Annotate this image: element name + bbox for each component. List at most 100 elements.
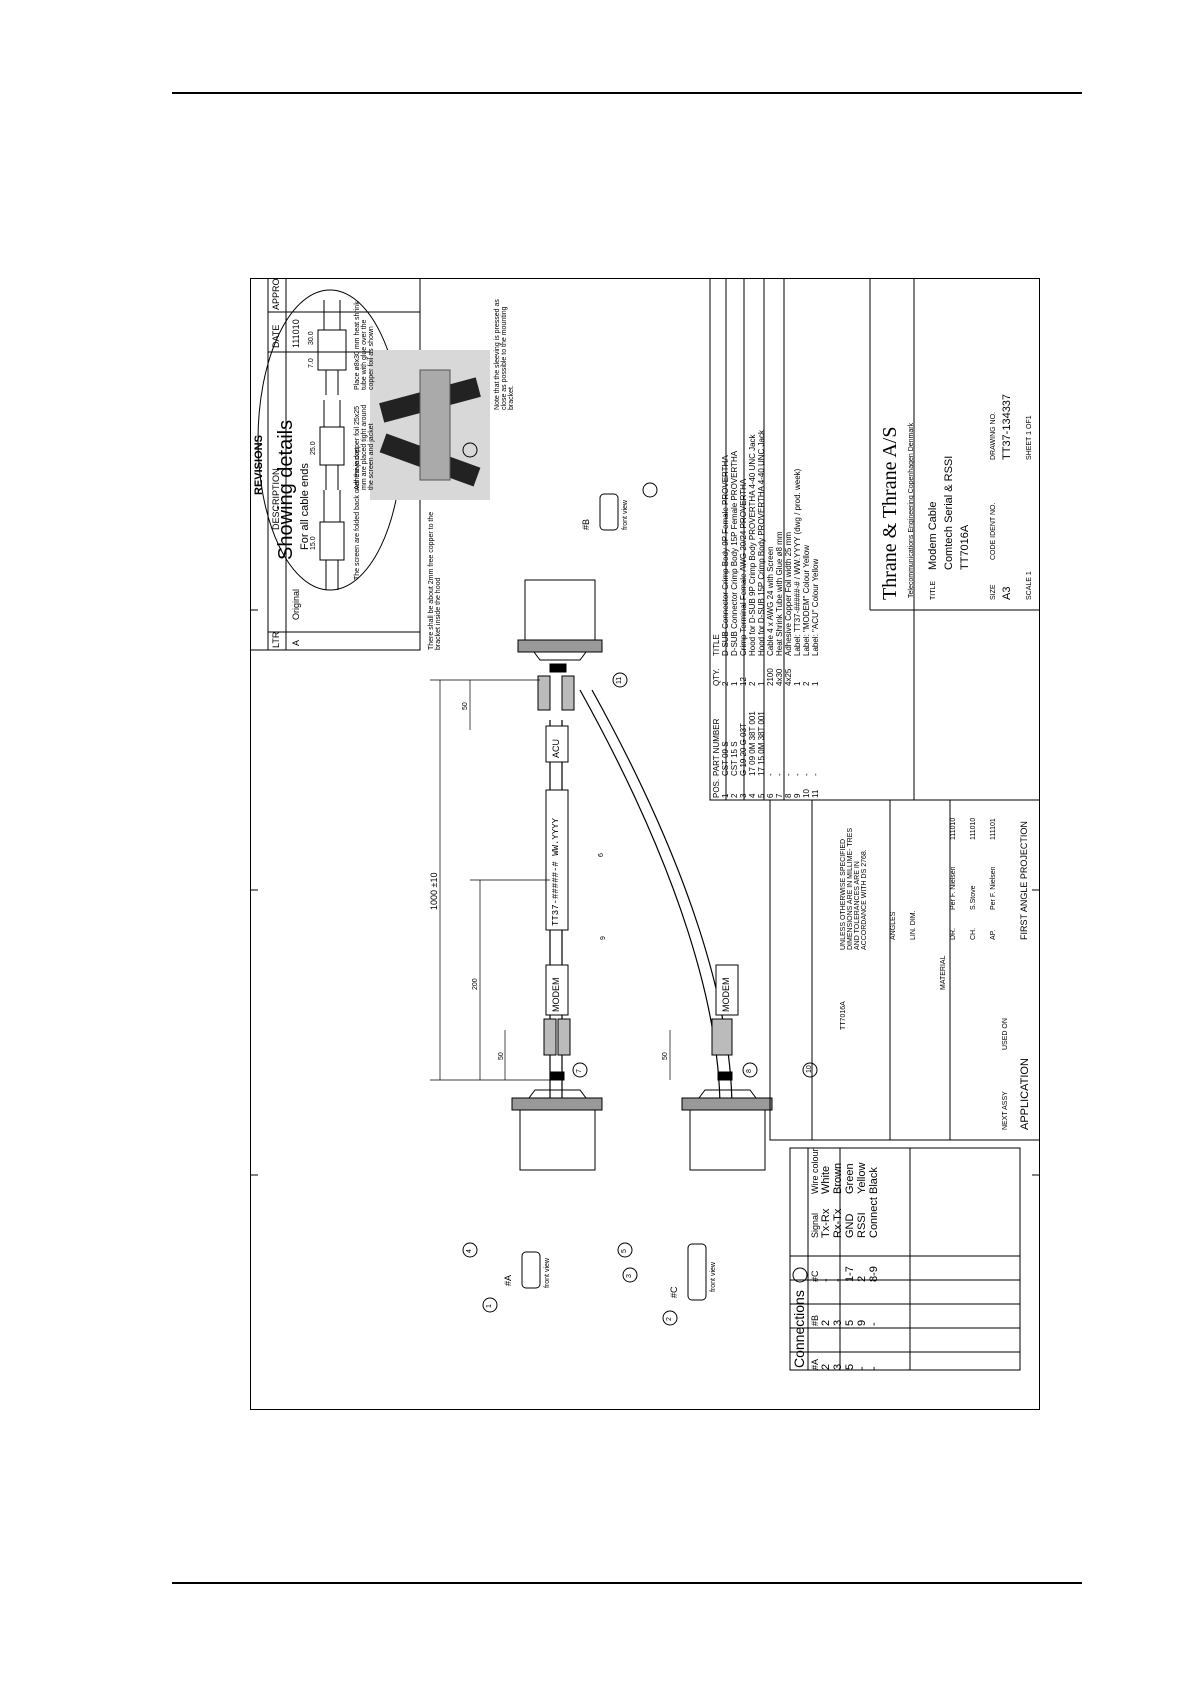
dwg-label: DRAWING NO. xyxy=(990,412,997,460)
title-line: Modem Cable xyxy=(927,501,939,570)
balloon-2: 2 xyxy=(666,1317,673,1321)
parts-cell: 4 xyxy=(748,793,757,798)
parts-cell: Hood for D-SUB 15P Crimp Body PROVERTHA … xyxy=(757,429,766,656)
title-line: Comtech Serial & RSSI xyxy=(943,455,955,570)
connections-cell: Tx-Rx xyxy=(820,1208,832,1238)
drawing-sheet: 4 3 2 1 REVISIONS LTR DESCRIPTION DATE A… xyxy=(250,278,1040,1410)
parts-cell: 2 xyxy=(748,681,757,686)
details-dim: 25.0 xyxy=(310,441,317,455)
parts-cell: 12 xyxy=(739,677,748,686)
front-view-note: front view xyxy=(710,1262,717,1292)
details-step3: Place ø8x30 mm heat shrink tube with glu… xyxy=(354,301,375,390)
parts-cell: 11 xyxy=(811,789,820,798)
parts-cell: 4x25 xyxy=(784,668,793,686)
projection: FIRST ANGLE PROJECTION xyxy=(1019,821,1029,940)
parts-table-lines xyxy=(709,278,915,801)
parts-cell: Cable 4 x AWG 24 with Screen xyxy=(766,546,775,656)
connections-cell: 2 xyxy=(820,1319,832,1326)
parts-cell: - xyxy=(766,773,775,776)
details-step2: Adhesive copper foil 25x25 mm are placed… xyxy=(354,404,375,490)
parts-cell: CST 09 S xyxy=(721,741,730,776)
parts-cell: 1 xyxy=(811,681,820,686)
connections-cell: 2 xyxy=(856,1275,868,1282)
parts-cell: - xyxy=(793,773,802,776)
parts-cell: 5 xyxy=(757,793,766,798)
cable-lines xyxy=(549,689,733,1111)
label-modem: MODEM xyxy=(721,977,731,1013)
connections-table-lines xyxy=(789,1147,1021,1371)
scale: SCALE 1 xyxy=(1026,571,1033,600)
parts-cell: - xyxy=(802,773,811,776)
connections-cell: - xyxy=(868,1322,880,1326)
balloon-11: 11 xyxy=(616,676,623,684)
company-name: Thrane & Thrane A/S xyxy=(879,426,901,600)
connections-cell: Brown xyxy=(832,1162,844,1194)
company-tagline: Telecommunications Engineering Copenhage… xyxy=(908,422,915,598)
rev-ltr: A xyxy=(291,639,301,646)
connector-hood-a xyxy=(511,1071,603,1171)
used-on-value: TT7016A xyxy=(840,1001,847,1030)
parts-cell: CST 15 S xyxy=(730,741,739,776)
drawing-sheet-frame: 4 3 2 1 REVISIONS LTR DESCRIPTION DATE A… xyxy=(250,278,1040,1410)
connector-photo xyxy=(370,350,490,500)
balloon-8: 8 xyxy=(746,1069,753,1073)
connections-cell: RSSI xyxy=(856,1212,868,1238)
connections-header-row: #A #B #C Signal Wire colour xyxy=(810,1148,820,1370)
signoff-role: CH. xyxy=(970,927,977,940)
signoff-name: Per F. Nielsen xyxy=(950,866,957,910)
dim-length: 1000 ±10 xyxy=(429,872,439,910)
parts-cell: D-SUB Connector Crimp Body 15P Female PR… xyxy=(730,450,739,656)
parts-cell: 10 xyxy=(802,789,811,798)
balloon-9: 9 xyxy=(600,936,607,940)
parts-cell: 8 xyxy=(784,793,793,798)
title-line: TT7016A xyxy=(959,524,971,570)
tolerance-material: MATERIAL xyxy=(940,955,947,991)
signoff-role: DR. xyxy=(950,927,957,940)
parts-cell: D-SUB Connector Crimp Body 9P Female PRO… xyxy=(721,455,730,656)
conn-header: Wire colour xyxy=(810,1148,820,1194)
connections-cell: - xyxy=(832,1278,844,1282)
connections-cell: 1-7 xyxy=(844,1266,856,1282)
conn-header: #A xyxy=(810,1358,820,1370)
conn-b-label: #B xyxy=(581,518,591,530)
parts-cell: Heat Shrink Tube with Glue ø8 mm xyxy=(775,531,784,657)
parts-cell: - xyxy=(784,773,793,776)
parts-cell: 1 xyxy=(730,681,739,686)
details-title: Showing details xyxy=(275,419,297,560)
parts-cell: Hood for D-SUB 9P Crimp Body PROVERTHA 4… xyxy=(748,434,757,656)
parts-cell: 1 xyxy=(793,681,802,686)
parts-cell: G 19 20 G 03T xyxy=(739,723,748,776)
connections-cell: Green xyxy=(844,1163,856,1194)
parts-cell: Label: "ACU" Colour Yellow xyxy=(811,558,820,656)
header-rule xyxy=(172,92,1082,94)
used-on: USED ON xyxy=(1002,1018,1009,1050)
parts-cell: 17 15 0M 38T 001 xyxy=(757,711,766,776)
connections-cell: - xyxy=(820,1278,832,1282)
front-view-note: front view xyxy=(544,1258,551,1288)
connections-cell: 3 xyxy=(832,1319,844,1326)
parts-cell: 2 xyxy=(730,793,739,798)
connections-cell: GND xyxy=(844,1213,856,1238)
tolerance-note: UNLESS OTHERWISE SPECIFIED DIMENSIONS AR… xyxy=(840,827,868,950)
front-view-note: front view xyxy=(622,500,629,530)
dim-50: 50 xyxy=(662,1052,669,1060)
label-modem: MODEM xyxy=(551,977,561,1013)
parts-header: PART NUMBER xyxy=(712,718,721,776)
parts-cell: 3 xyxy=(739,793,748,798)
size-value: A3 xyxy=(1001,586,1013,600)
balloon-10: 10 xyxy=(806,1065,813,1073)
signoff-role: AP. xyxy=(990,929,997,940)
note-hood: There shall be about 2mm free copper to … xyxy=(428,511,442,650)
parts-cell: 4x30 xyxy=(775,668,784,686)
connections-cell: - xyxy=(856,1366,868,1370)
rev-header-date: DATE xyxy=(271,324,281,348)
detail-sketches xyxy=(317,300,347,590)
front-view-b xyxy=(599,493,619,531)
balloon-6: 6 xyxy=(598,853,605,857)
parts-cell: 7 xyxy=(775,793,784,798)
